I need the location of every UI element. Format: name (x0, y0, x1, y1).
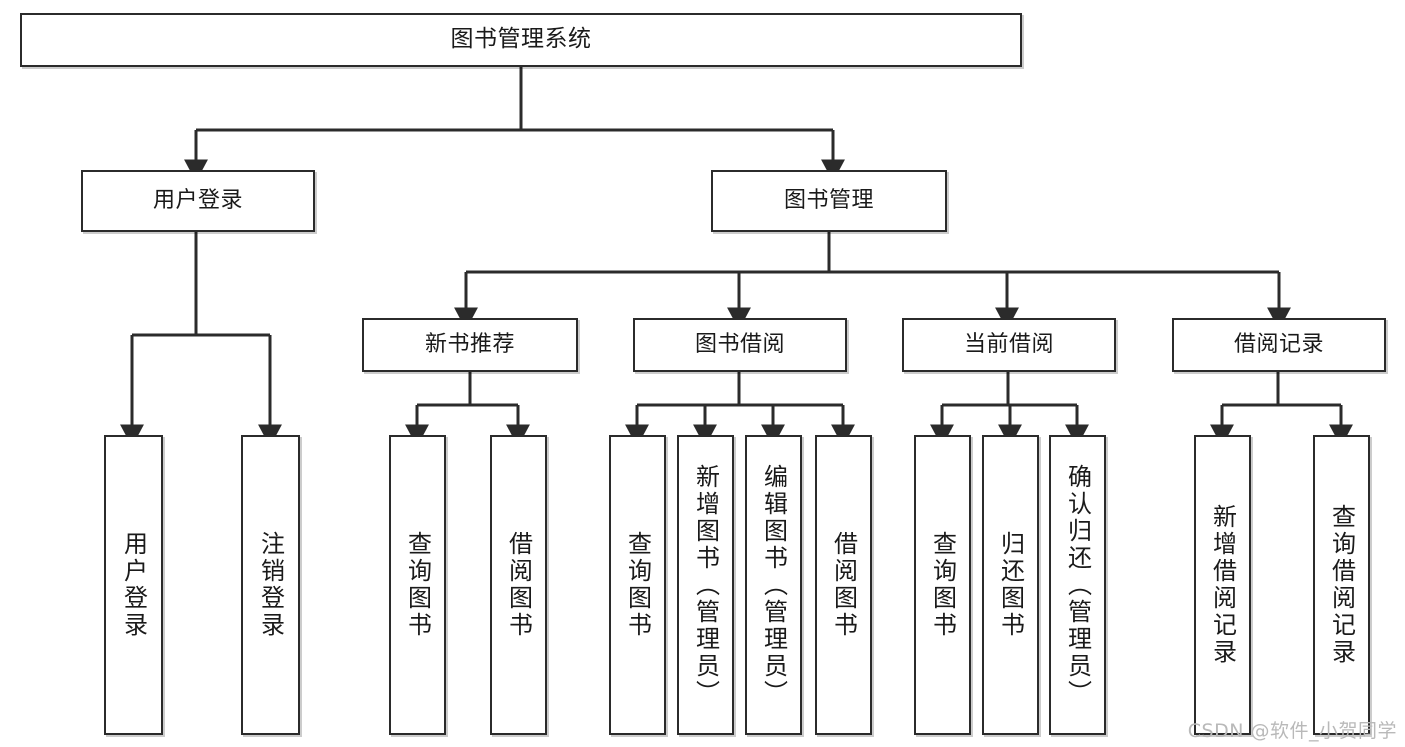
node-new-book-recommend-label: 新书推荐 (424, 331, 515, 357)
node-leaf-add-record[interactable]: 新增借阅记录 (1194, 435, 1251, 735)
node-current-borrow[interactable]: 当前借阅 (902, 318, 1116, 372)
node-leaf-borrow-book-2-label: 借阅图书 (829, 531, 858, 639)
node-book-manage[interactable]: 图书管理 (711, 170, 947, 232)
node-leaf-borrow-book-1[interactable]: 借阅图书 (490, 435, 547, 735)
node-leaf-user-login[interactable]: 用户登录 (104, 435, 163, 735)
node-borrow-record-label: 借阅记录 (1233, 331, 1324, 357)
node-leaf-query-record[interactable]: 查询借阅记录 (1313, 435, 1370, 735)
node-book-borrow-label: 图书借阅 (694, 331, 785, 357)
node-user-login[interactable]: 用户登录 (81, 170, 315, 232)
node-leaf-borrow-book-1-label: 借阅图书 (504, 531, 533, 639)
node-leaf-confirm-return-label: 确认归还（管理员） (1063, 463, 1092, 707)
node-current-borrow-label: 当前借阅 (963, 331, 1054, 357)
node-root-label: 图书管理系统 (450, 26, 592, 53)
node-leaf-add-book[interactable]: 新增图书（管理员） (677, 435, 734, 735)
node-leaf-query-book-3[interactable]: 查询图书 (914, 435, 971, 735)
node-leaf-logout[interactable]: 注销登录 (241, 435, 300, 735)
node-leaf-query-book-3-label: 查询图书 (928, 531, 957, 639)
node-leaf-return-book-label: 归还图书 (996, 531, 1025, 639)
node-leaf-return-book[interactable]: 归还图书 (982, 435, 1039, 735)
node-leaf-query-record-label: 查询借阅记录 (1327, 504, 1356, 666)
node-leaf-edit-book-label: 编辑图书（管理员） (759, 463, 788, 707)
node-leaf-logout-label: 注销登录 (256, 531, 285, 639)
node-borrow-record[interactable]: 借阅记录 (1172, 318, 1386, 372)
node-leaf-edit-book[interactable]: 编辑图书（管理员） (745, 435, 802, 735)
node-root[interactable]: 图书管理系统 (20, 13, 1022, 67)
node-leaf-query-book-2-label: 查询图书 (623, 531, 652, 639)
node-leaf-query-book-2[interactable]: 查询图书 (609, 435, 666, 735)
node-leaf-confirm-return[interactable]: 确认归还（管理员） (1049, 435, 1106, 735)
node-leaf-add-record-label: 新增借阅记录 (1208, 504, 1237, 666)
node-leaf-user-login-label: 用户登录 (119, 531, 148, 639)
node-leaf-add-book-label: 新增图书（管理员） (691, 463, 720, 707)
node-new-book-recommend[interactable]: 新书推荐 (362, 318, 578, 372)
csdn-watermark: CSDN @软件_小贺同学 (1187, 720, 1397, 742)
node-leaf-query-book-1[interactable]: 查询图书 (389, 435, 446, 735)
node-book-manage-label: 图书管理 (783, 187, 874, 213)
node-leaf-query-book-1-label: 查询图书 (403, 531, 432, 639)
node-book-borrow[interactable]: 图书借阅 (633, 318, 847, 372)
node-leaf-borrow-book-2[interactable]: 借阅图书 (815, 435, 872, 735)
node-user-login-label: 用户登录 (152, 187, 243, 213)
